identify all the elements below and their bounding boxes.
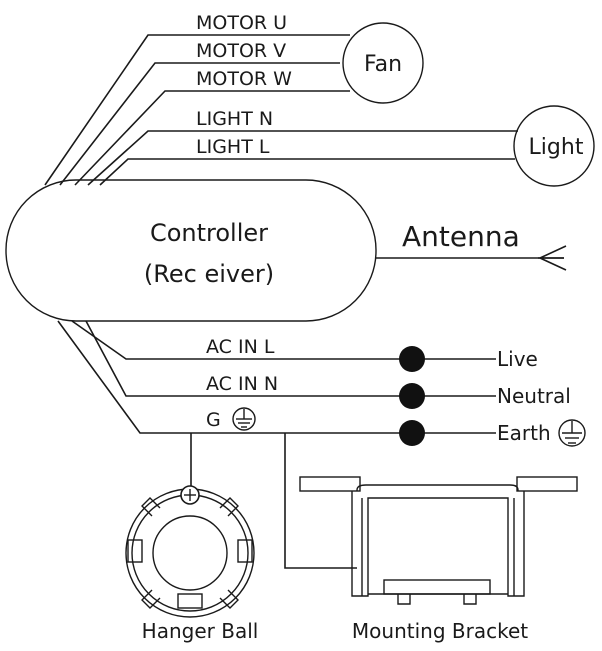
ac-in-l-wire [71, 320, 496, 360]
light-label: Light [529, 135, 584, 160]
light-n-label: LIGHT N [196, 108, 273, 130]
ac-wires: AC IN L AC IN N G [57, 320, 496, 434]
mounting-bracket-icon [299, 476, 578, 605]
mounting-bracket-label: Mounting Bracket [352, 619, 528, 643]
antenna-icon [538, 245, 567, 271]
antenna-label: Antenna [402, 220, 520, 253]
antenna: Antenna [376, 220, 567, 271]
neutral-label: Neutral [497, 384, 571, 408]
light-l-wire [99, 158, 515, 186]
controller-subtitle: (Rec eiver) [144, 260, 274, 288]
light: Light [513, 105, 595, 187]
terminals: Live Neutral Earth [399, 346, 586, 447]
light-n-wire [87, 130, 518, 186]
earth-symbol-icon [558, 419, 586, 447]
live-terminal [399, 346, 425, 372]
fan: Fan [342, 22, 424, 104]
ac-in-n-wire [85, 320, 496, 397]
light-circle [513, 105, 595, 187]
ac-in-l-label: AC IN L [206, 336, 275, 358]
motor-w-wire [74, 90, 350, 186]
ground-label: G [206, 409, 221, 431]
ground-wire [57, 320, 496, 434]
light-l-label: LIGHT L [196, 136, 270, 158]
fan-label: Fan [364, 52, 402, 77]
motor-v-label: MOTOR V [196, 40, 286, 62]
live-label: Live [497, 347, 538, 371]
earth-terminal [399, 420, 425, 446]
motor-v-wire [59, 62, 340, 186]
light-wires: LIGHT N LIGHT L [87, 108, 518, 186]
motor-wires: MOTOR U MOTOR V MOTOR W [44, 12, 350, 186]
motor-u-wire [44, 34, 350, 186]
hanger-ball-label: Hanger Ball [142, 619, 259, 643]
neutral-terminal [399, 383, 425, 409]
earth-label: Earth [497, 421, 551, 445]
ac-in-n-label: AC IN N [206, 373, 278, 395]
ground-symbol-icon [232, 407, 256, 431]
controller-title: Controller [150, 219, 268, 247]
hanger-ball-icon [125, 485, 255, 618]
controller: Controller (Rec eiver) [5, 179, 377, 322]
fan-circle [342, 22, 424, 104]
motor-w-label: MOTOR W [196, 68, 292, 90]
motor-u-label: MOTOR U [196, 12, 287, 34]
bracket-ground-wire [284, 433, 357, 569]
controller-box [5, 179, 377, 322]
